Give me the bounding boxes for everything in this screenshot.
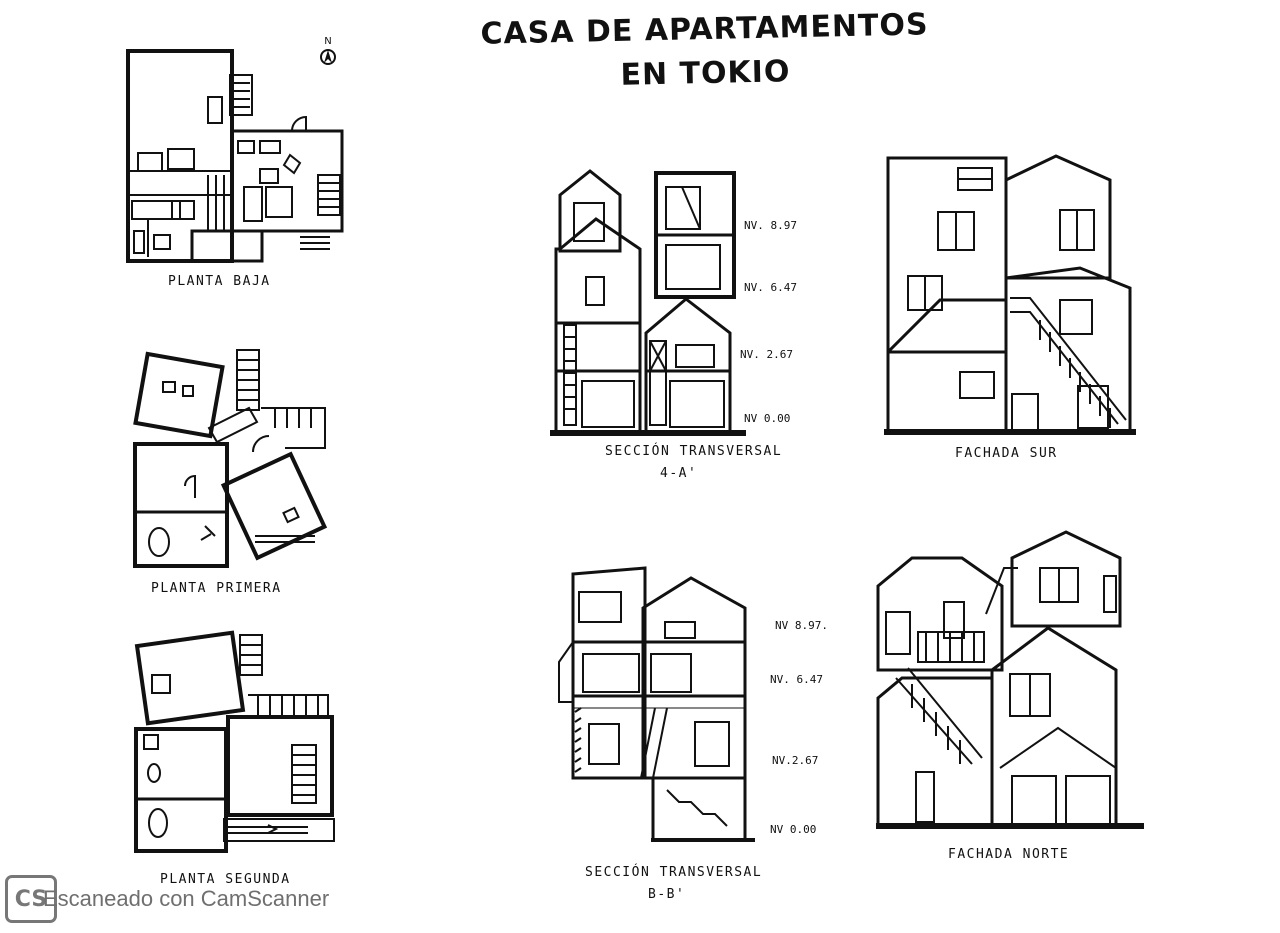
section-b-label-1: SECCIÓN TRANSVERSAL [585,865,763,880]
north-letter: N [324,36,332,47]
section-a-level-1: NV. 8.97 [744,219,797,232]
section-a-level-2: NV. 6.47 [744,281,797,294]
camscanner-text: Escaneado con CamScanner [43,886,330,911]
elevation-label-south: FACHADA SUR [955,446,1058,461]
section-b-level-1: NV 8.97. [775,619,828,632]
section-a-label-2: 4-A' [660,466,698,481]
section-b-label-2: B-B' [648,887,686,902]
camscanner-logo: CS [5,875,57,923]
plan-label-first: PLANTA PRIMERA [151,581,282,596]
camscanner-watermark: CS Escaneado con CamScanner [5,872,329,926]
elevation-south [880,150,1140,440]
floor-plan-first [125,340,345,575]
elevation-label-north: FACHADA NORTE [948,847,1070,862]
section-b-level-2: NV. 6.47 [770,673,823,686]
section-drawing-b [555,562,755,852]
section-b-level-4: NV 0.00 [770,823,817,836]
north-arrow-icon: N [318,36,338,70]
floor-plan-second [128,625,343,860]
plan-label-ground: PLANTA BAJA [168,274,271,289]
section-a-level-4: NV 0.00 [744,412,791,425]
plan-label-second: PLANTA SEGUNDA [160,872,291,887]
section-a-level-3: NV. 2.67 [740,348,793,361]
floor-plan-ground [120,45,350,270]
section-a-label-1: SECCIÓN TRANSVERSAL [605,444,783,459]
sheet-title: CASA DE APARTAMENTOS EN TOKIO [469,3,941,101]
section-drawing-a [546,165,746,440]
section-b-level-3: NV.2.67 [772,754,819,767]
elevation-north [872,528,1147,833]
